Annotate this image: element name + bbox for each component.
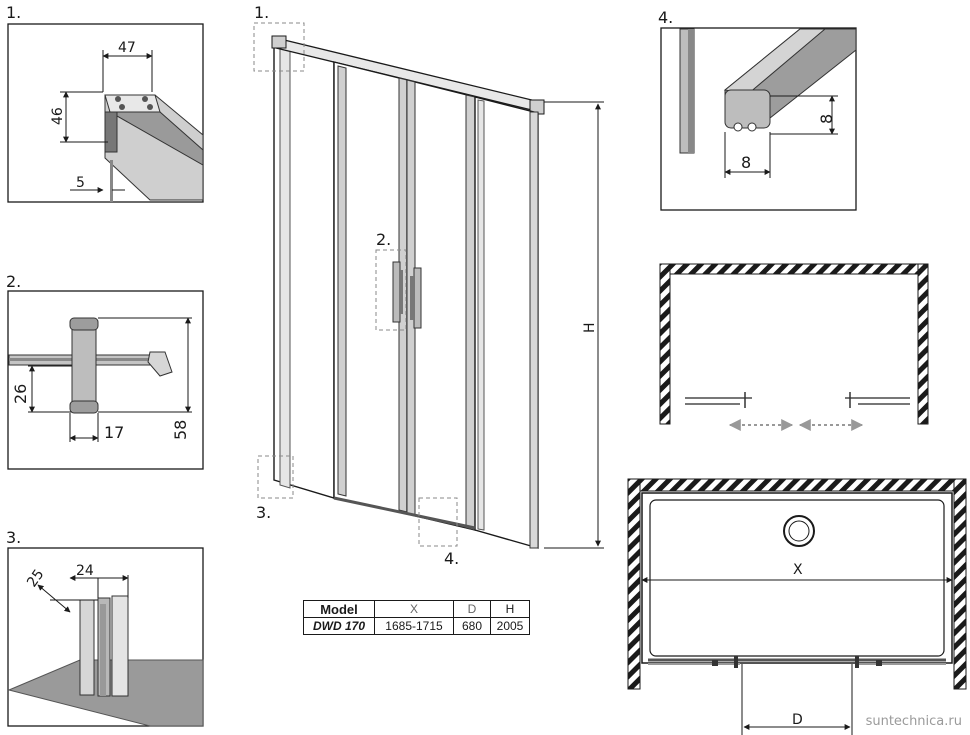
spec-data-row: DWD 170 1685-1715 680 2005 (303, 617, 530, 635)
spec-x: 1685-1715 (374, 617, 454, 635)
plan-d-label: D (792, 712, 803, 728)
detail-1: 1. 47 46 5 (6, 3, 204, 203)
dimension-lines-3 (37, 575, 129, 613)
callout-3: 3. (6, 528, 21, 547)
spec-d: 680 (453, 617, 491, 635)
dim-17: 17 (104, 423, 124, 442)
seal-profile (679, 28, 857, 154)
spec-header-h: H (490, 600, 530, 618)
plan-tray-diagram (627, 478, 967, 735)
dimension-lines-1 (60, 50, 153, 193)
rail-profile (104, 94, 204, 202)
dimension-lines-4 (724, 95, 838, 178)
spec-header-row: Model X D H (303, 600, 530, 618)
callout-2-main: 2. (376, 230, 391, 249)
detail-2: 2. 26 17 58 (6, 272, 204, 470)
detail-3: 3. 24 25 (6, 528, 204, 727)
dim-24: 24 (76, 563, 94, 579)
spec-table: Model X D H DWD 170 1685-1715 680 2005 (303, 600, 530, 635)
plan-x-label: X (793, 562, 803, 578)
dim-width-47: 47 (118, 40, 136, 56)
dim-26: 26 (11, 384, 30, 404)
dim-58: 58 (171, 420, 190, 440)
shower-door-elevation (253, 22, 604, 549)
callout-4-main: 4. (444, 549, 459, 568)
callout-box-3 (257, 455, 294, 499)
callout-1: 1. (6, 3, 21, 22)
callout-4: 4. (658, 8, 673, 27)
callout-3-main: 3. (256, 503, 271, 522)
handle-profile (8, 317, 173, 414)
spec-header-d: D (453, 600, 491, 618)
dim-gap-5: 5 (76, 175, 85, 191)
callout-2: 2. (6, 272, 21, 291)
spec-h: 2005 (490, 617, 530, 635)
detail-2-frame (7, 290, 204, 470)
detail-4: 4. 8 8 (658, 8, 857, 211)
callout-1-main: 1. (254, 3, 269, 22)
spec-header-x: X (374, 600, 454, 618)
wall-profile (7, 595, 204, 727)
height-label: H (582, 322, 598, 333)
dim-8-height: 8 (817, 114, 836, 124)
callout-box-4 (418, 497, 458, 547)
callout-box-1 (253, 22, 305, 72)
spec-model: DWD 170 (303, 617, 375, 635)
callout-box-2 (375, 249, 407, 331)
spec-header-model: Model (303, 600, 375, 618)
watermark: suntechnica.ru (865, 714, 962, 729)
dim-height-46: 46 (50, 107, 66, 125)
dim-8-width: 8 (741, 153, 751, 172)
dimension-lines-2 (28, 317, 192, 442)
plan-sliding-diagram (659, 263, 929, 431)
